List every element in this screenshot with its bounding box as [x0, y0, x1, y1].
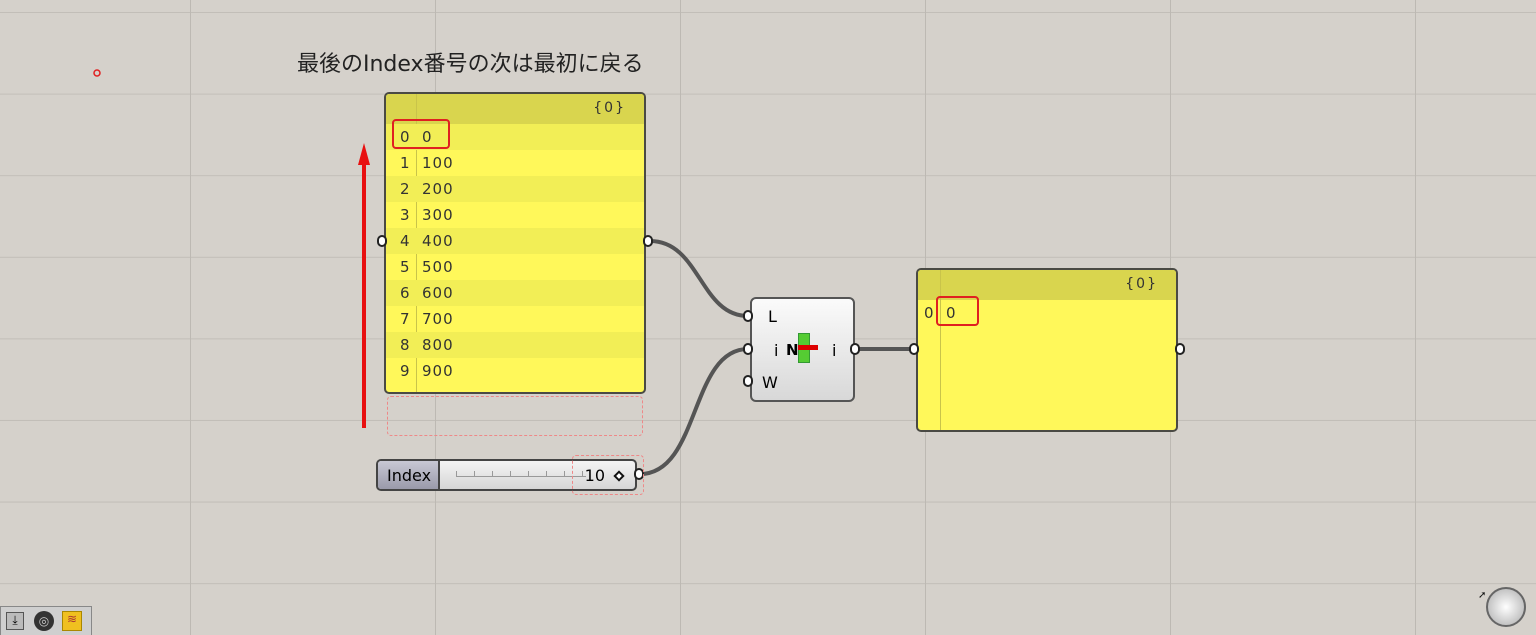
list-item: 8 800 — [386, 332, 644, 358]
slider-track[interactable] — [456, 471, 586, 477]
list-item: 4 400 — [386, 228, 644, 254]
bottom-toolbar: ⤓ ◎ ≋ — [0, 606, 92, 635]
input-panel-out-port[interactable] — [643, 235, 653, 247]
port-out-i[interactable] — [850, 343, 860, 355]
item-index: 2 — [400, 180, 411, 198]
slider-value: 10 — [584, 466, 605, 485]
list-item: 3 300 — [386, 202, 644, 228]
item-index: 6 — [400, 284, 411, 302]
navigation-compass[interactable] — [1486, 587, 1526, 627]
item-value: 600 — [422, 284, 454, 302]
port-i[interactable] — [743, 343, 753, 355]
gear-icon[interactable]: ◎ — [34, 611, 54, 631]
panel-path: {0} — [1125, 276, 1158, 292]
item-value: 700 — [422, 310, 454, 328]
input-i-label: i — [774, 341, 779, 360]
highlight-result — [936, 296, 979, 326]
list-item-icon: N — [786, 341, 799, 359]
port-W[interactable] — [743, 375, 753, 387]
compass-arrow-icon: ➚ — [1478, 590, 1487, 601]
list-item: 7 700 — [386, 306, 644, 332]
input-W-label: W — [762, 373, 778, 392]
input-panel-in-port[interactable] — [377, 235, 387, 247]
arrow-up-icon — [358, 143, 370, 165]
list-item: 6 600 — [386, 280, 644, 306]
item-value: 0 — [422, 128, 433, 146]
arrow-right-icon — [798, 345, 818, 350]
panel-drop-zone — [387, 396, 643, 436]
list-item: 9 900 — [386, 358, 644, 384]
list-item-component[interactable]: L i W i N — [750, 297, 855, 402]
item-value: 400 — [422, 232, 454, 250]
item-index: 1 — [400, 154, 411, 172]
bake-icon[interactable]: ⤓ — [6, 612, 24, 630]
item-index: 7 — [400, 310, 411, 328]
red-dot-marker — [93, 69, 101, 77]
item-index: 4 — [400, 232, 411, 250]
output-panel-out-port[interactable] — [1175, 343, 1185, 355]
wire-index — [639, 347, 749, 476]
item-value: 300 — [422, 206, 454, 224]
wire-list — [649, 239, 749, 318]
item-value: 100 — [422, 154, 454, 172]
panel-header: {0} — [918, 270, 1176, 300]
item-index: 3 — [400, 206, 411, 224]
annotation-text: 最後のIndex番号の次は最初に戻る — [297, 52, 644, 77]
input-L-label: L — [768, 307, 777, 326]
port-L[interactable] — [743, 310, 753, 322]
list-item: 5 500 — [386, 254, 644, 280]
item-index: 5 — [400, 258, 411, 276]
item-index: 8 — [400, 336, 411, 354]
item-value: 500 — [422, 258, 454, 276]
list-item: 1 100 — [386, 150, 644, 176]
item-value: 900 — [422, 362, 454, 380]
rss-icon[interactable]: ≋ — [62, 611, 82, 631]
highlight-first-item — [392, 119, 450, 149]
list-item: 2 200 — [386, 176, 644, 202]
output-i-label: i — [832, 341, 837, 360]
panel-path: {0} — [593, 100, 626, 116]
index-slider[interactable]: Index 10 — [376, 459, 637, 491]
slider-value-highlight — [572, 455, 644, 495]
item-value: 800 — [422, 336, 454, 354]
output-panel-in-port[interactable] — [909, 343, 919, 355]
item-index: 9 — [400, 362, 411, 380]
item-index: 0 — [400, 128, 411, 146]
slider-label: Index — [378, 461, 440, 489]
item-value: 200 — [422, 180, 454, 198]
